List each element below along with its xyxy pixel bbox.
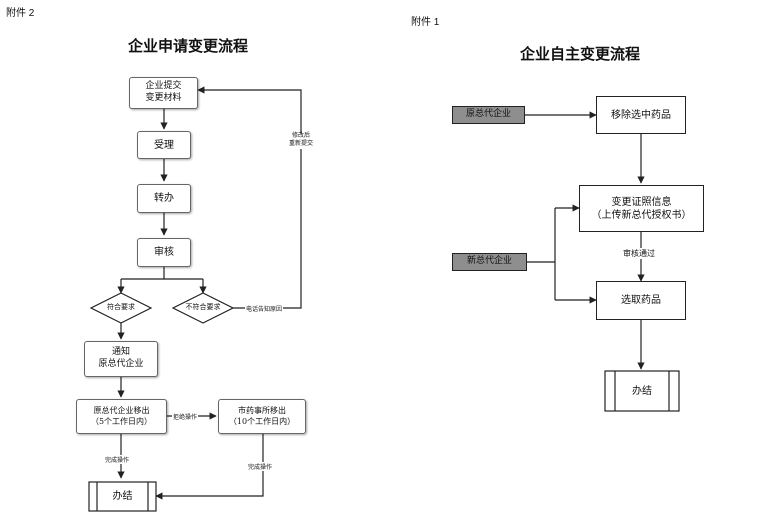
node-review: 审核 — [137, 238, 191, 267]
node-meets: 符合要求 — [107, 303, 135, 312]
node-accept: 受理 — [137, 131, 191, 159]
not-meets-diamond-shape — [171, 292, 235, 324]
node-notify: 通知 原总代企业 — [84, 341, 158, 377]
label-refuse: 拒绝操作 — [172, 412, 199, 421]
edge-bureau-finish — [155, 434, 264, 500]
right-title: 企业自主变更流程 — [519, 45, 640, 63]
node-bureau-remove-line2: （10个工作日内） — [228, 416, 296, 426]
label-resubmit: 修改后 重新提交 — [282, 133, 320, 149]
node-old-agent: 原总代企业 — [452, 106, 525, 124]
node-submit: 企业提交 变更材料 — [129, 77, 198, 109]
node-new-agent: 新总代企业 — [452, 253, 527, 271]
node-agent-remove: 原总代企业移出 （5个工作日内） — [76, 399, 167, 434]
edge-notmeets-resubmit — [197, 86, 302, 309]
node-transfer: 转办 — [137, 184, 191, 213]
node-agent-remove-line2: （5个工作日内） — [90, 416, 153, 426]
right-annex-label: 附件 1 — [411, 17, 440, 28]
node-right-finish: 办结 — [632, 385, 652, 397]
node-notify-line1: 通知 — [111, 347, 130, 358]
left-annex-label: 附件 2 — [6, 8, 35, 19]
node-agent-remove-line1: 原总代企业移出 — [93, 406, 150, 416]
label-review-pass: 审核通过 — [622, 248, 656, 259]
right-finish-shape — [604, 370, 680, 412]
label-done-left: 完成操作 — [104, 455, 131, 464]
left-finish-shape — [88, 481, 157, 512]
node-bureau-remove-line1: 市药事所移出 — [238, 406, 286, 416]
node-change-cert: 变更证照信息 （上传新总代授权书） — [579, 185, 704, 232]
label-resubmit-line1: 修改后 — [291, 133, 310, 139]
node-not-meets: 不符合要求 — [185, 303, 221, 312]
label-resubmit-line2: 重新提交 — [288, 140, 313, 147]
label-phone: 电话告知原因 — [245, 304, 284, 313]
node-select-drug: 选取药品 — [596, 281, 686, 320]
node-notify-line2: 原总代企业 — [98, 359, 144, 369]
node-change-cert-line2: （上传新总代授权书） — [591, 209, 692, 221]
node-submit-line2: 变更材料 — [145, 93, 182, 103]
left-title: 企业申请变更流程 — [127, 37, 248, 55]
node-submit-line1: 企业提交 — [145, 81, 182, 92]
meets-diamond-shape — [89, 292, 153, 324]
node-left-finish: 办结 — [112, 491, 133, 502]
label-done-right: 完成操作 — [247, 462, 274, 471]
node-bureau-remove: 市药事所移出 （10个工作日内） — [218, 399, 306, 434]
node-remove-drug: 移除选中药品 — [596, 96, 686, 134]
node-change-cert-line1: 变更证照信息 — [611, 196, 672, 208]
